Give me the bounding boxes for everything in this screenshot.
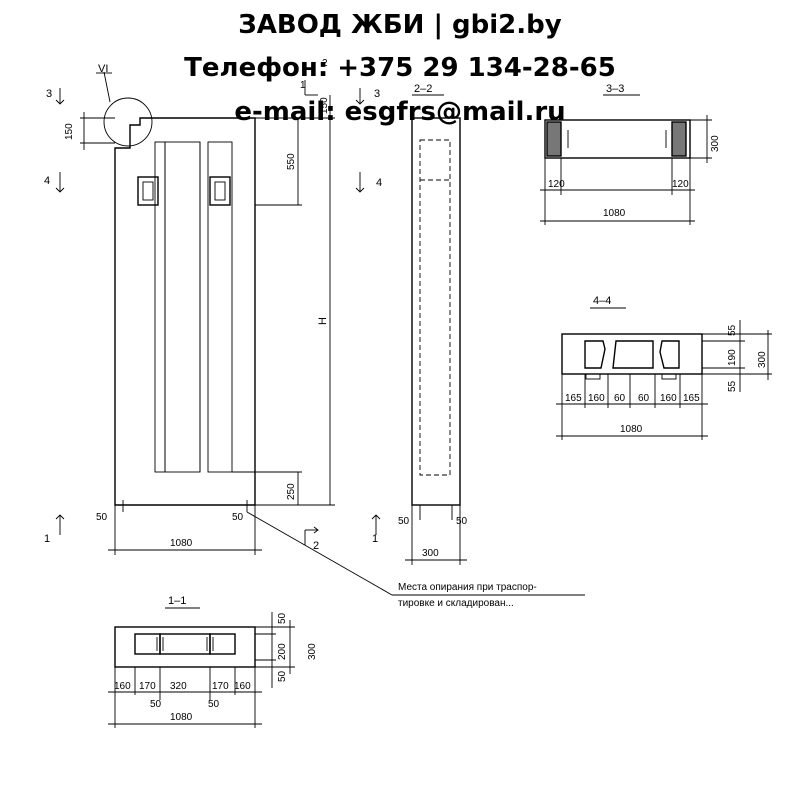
- top-offset-dim: 150: [64, 123, 75, 140]
- cut-1-left: 1: [44, 533, 50, 545]
- section-3-3: 3–3 300 120 120 1080: [540, 83, 721, 225]
- section-1-1-sub-left: 50: [150, 699, 162, 710]
- section-3-3-left-dim: 120: [548, 179, 565, 190]
- section-2-2-outline: [411, 117, 461, 506]
- elevation-width-dim: 1080: [170, 538, 193, 549]
- section-4-4-outline: [561, 333, 703, 375]
- section-4-4-d1: 165: [565, 393, 582, 404]
- section-4-4-width-dim: 1080: [620, 424, 643, 435]
- header-company: ЗАВОД ЖБИ | gbi2.by: [238, 10, 562, 40]
- section-4-4-d3: 60: [614, 393, 626, 404]
- edge-right-dim: 50: [232, 512, 244, 523]
- section-1-1-bottom-dim: 50: [277, 670, 288, 682]
- cut-4-right: 4: [376, 177, 382, 189]
- edge-left-dim: 50: [96, 512, 108, 523]
- section-4-4-top-dim: 55: [727, 324, 738, 336]
- section-4-4: 4–4 55 190 55 300 165 160 60 60 160 165 …: [556, 295, 772, 440]
- section-4-4-middle-dim: 190: [727, 349, 738, 366]
- cut-2-top: 2: [322, 58, 328, 69]
- section-1-1-width-dim: 1080: [170, 712, 193, 723]
- cut-1-top: 1: [300, 80, 306, 91]
- header-phone: Телефон: +375 29 134-28-65: [184, 53, 616, 83]
- section-4-4-title: 4–4: [593, 295, 611, 307]
- section-4-4-d5: 160: [660, 393, 677, 404]
- section-1-1-top-dim: 50: [277, 612, 288, 624]
- section-3-3-outline: [544, 119, 691, 159]
- support-note: Места опирания при траспор- тировке и ск…: [398, 582, 537, 609]
- section-1-1-outline: [114, 626, 256, 668]
- section-2-2: 2–2 300 50 50: [398, 83, 468, 565]
- elevation-slot-right: [207, 141, 233, 473]
- section-1-1-middle-dim: 200: [277, 643, 288, 660]
- section-2-2-edge-right: 50: [456, 516, 468, 527]
- section-2-2-title: 2–2: [414, 83, 432, 95]
- section-2-2-width-dim: 300: [422, 548, 439, 559]
- lifting-loop-right: [209, 176, 231, 206]
- section-2-2-edge-left: 50: [398, 516, 410, 527]
- section-1-1-d3: 320: [170, 681, 187, 692]
- cut-1-right: 1: [372, 533, 378, 545]
- detail-label: VI: [98, 63, 108, 75]
- elevation-slot-left: [154, 141, 166, 473]
- section-1-1-title: 1–1: [168, 595, 186, 607]
- cut-3-right: 3: [374, 88, 380, 100]
- section-1-1-d5: 160: [234, 681, 251, 692]
- section-4-4-d6: 165: [683, 393, 700, 404]
- elevation-slot-left-inner: [164, 141, 201, 473]
- section-4-4-total-dim: 300: [757, 351, 768, 368]
- bottom-gap-dim: 250: [286, 483, 297, 500]
- cut-2-bottom: 2: [313, 540, 319, 552]
- note-line-2: тировке и складирован...: [398, 598, 514, 609]
- header-email: e-mail: esgfrs@mail.ru: [234, 97, 566, 127]
- section-3-3-width-dim: 1080: [603, 208, 626, 219]
- slot-depth-dim: 550: [286, 153, 297, 170]
- cut-3-left: 3: [46, 88, 52, 100]
- height-dim: H: [317, 317, 329, 325]
- cut-4-left: 4: [44, 175, 50, 187]
- section-1-1-d4: 170: [212, 681, 229, 692]
- section-3-3-depth-dim: 300: [710, 135, 721, 152]
- section-4-4-d2: 160: [588, 393, 605, 404]
- detail-circle: [103, 97, 153, 147]
- section-1-1-d2: 170: [139, 681, 156, 692]
- section-4-4-bottom-dim: 55: [727, 380, 738, 392]
- section-1-1-sub-right: 50: [208, 699, 220, 710]
- lifting-loop-left: [137, 176, 159, 206]
- elevation-outline: [114, 117, 256, 506]
- section-1-1: 1–1 50 200 50 300 160 170 320 170 160 50…: [108, 595, 318, 728]
- section-4-4-d4: 60: [638, 393, 650, 404]
- section-3-3-right-dim: 120: [672, 179, 689, 190]
- section-1-1-total-dim: 300: [307, 643, 318, 660]
- note-line-1: Места опирания при траспор-: [398, 582, 537, 593]
- section-1-1-d1: 160: [114, 681, 131, 692]
- section-3-3-title: 3–3: [606, 83, 624, 95]
- top-dim: 150: [319, 97, 330, 114]
- elevation-view: VI 150 3 3 4 4 1 1 2 2 1: [44, 58, 585, 596]
